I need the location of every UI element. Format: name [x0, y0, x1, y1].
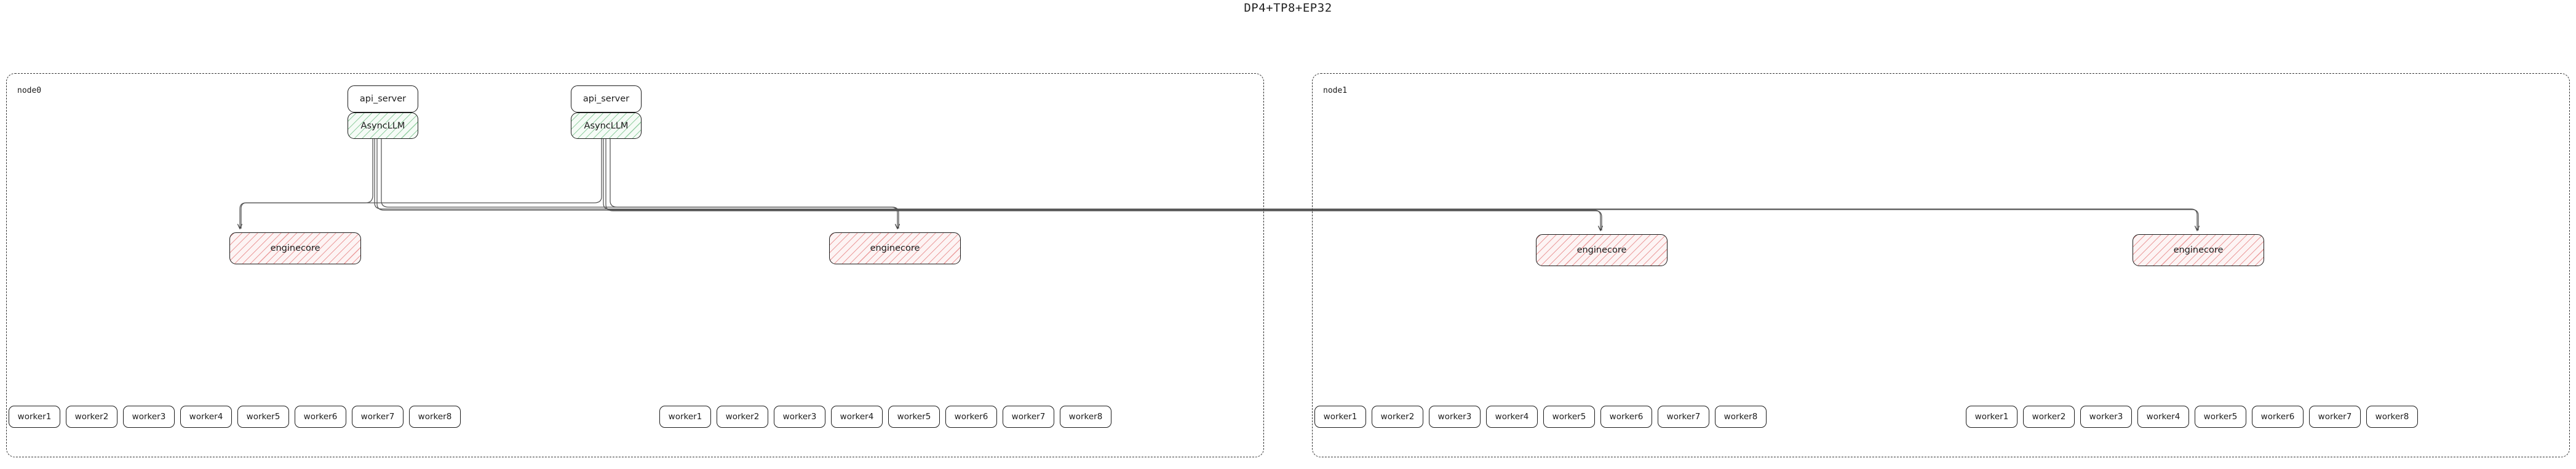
node1-group1-worker1-label: worker1 [1974, 412, 2009, 422]
node0-asyncllm-0[interactable]: AsyncLLM [348, 112, 418, 139]
node0-api-server-1[interactable]: api_server [571, 85, 642, 112]
node1-group1-worker5[interactable]: worker5 [2195, 406, 2246, 428]
node0-group0-worker2[interactable]: worker2 [66, 406, 117, 428]
node1-group0-worker6-label: worker6 [1609, 412, 1644, 422]
node1-enginecore-0-label: enginecore [1576, 245, 1627, 255]
node1-group1-worker7[interactable]: worker7 [2309, 406, 2361, 428]
node0-group1-worker2-label: worker2 [725, 412, 760, 422]
node0-group1-worker3[interactable]: worker3 [774, 406, 825, 428]
node1-group1-worker7-label: worker7 [2318, 412, 2352, 422]
node1-group0-worker7[interactable]: worker7 [1658, 406, 1709, 428]
node1-group0-worker2-label: worker2 [1380, 412, 1415, 422]
node1-group0-worker4[interactable]: worker4 [1486, 406, 1538, 428]
node1-group1-worker2[interactable]: worker2 [2023, 406, 2075, 428]
node1-group1-worker3[interactable]: worker3 [2080, 406, 2132, 428]
node0-group1-worker4-label: worker4 [840, 412, 874, 422]
node0-group1-worker3-label: worker3 [782, 412, 817, 422]
node1-group0-worker8-label: worker8 [1723, 412, 1758, 422]
node0-group0-worker5[interactable]: worker5 [237, 406, 289, 428]
node1-group0-worker7-label: worker7 [1666, 412, 1701, 422]
node1-group1-worker8-label: worker8 [2375, 412, 2409, 422]
node0-enginecore-0-label: enginecore [270, 243, 320, 253]
node0-group1-worker1-label: worker1 [668, 412, 702, 422]
node0-group0-worker4[interactable]: worker4 [180, 406, 232, 428]
node1-group0-worker5-label: worker5 [1552, 412, 1586, 422]
node0-group1-worker6[interactable]: worker6 [945, 406, 997, 428]
node1-group1-worker4-label: worker4 [2146, 412, 2180, 422]
node0-group0-worker3-label: worker3 [132, 412, 166, 422]
node0-group1-worker4[interactable]: worker4 [831, 406, 883, 428]
node0-group1-worker5-label: worker5 [897, 412, 931, 422]
node-cluster-node0 [6, 73, 1264, 457]
node0-asyncllm-1-label: AsyncLLM [584, 120, 629, 131]
node0-api-server-1-label: api_server [582, 94, 630, 104]
node1-enginecore-1[interactable]: enginecore [2133, 234, 2264, 266]
node0-group0-worker7-label: worker7 [360, 412, 395, 422]
node0-group0-worker6[interactable]: worker6 [295, 406, 346, 428]
node0-group1-worker8-label: worker8 [1068, 412, 1103, 422]
page-title: DP4+TP8+EP32 [1244, 1, 1332, 15]
node1-group1-worker5-label: worker5 [2203, 412, 2238, 422]
node1-group1-worker4[interactable]: worker4 [2137, 406, 2189, 428]
node1-group0-worker1-label: worker1 [1323, 412, 1358, 422]
node0-group0-worker4-label: worker4 [189, 412, 223, 422]
node0-group1-worker6-label: worker6 [954, 412, 988, 422]
node0-enginecore-1[interactable]: enginecore [829, 232, 961, 264]
node0-api-server-0-label: api_server [359, 94, 407, 104]
node1-group1-worker8[interactable]: worker8 [2366, 406, 2418, 428]
node0-group0-worker2-label: worker2 [74, 412, 109, 422]
node0-group1-worker5[interactable]: worker5 [888, 406, 940, 428]
node0-group0-worker3[interactable]: worker3 [123, 406, 175, 428]
node0-group1-worker7[interactable]: worker7 [1003, 406, 1054, 428]
node1-enginecore-0[interactable]: enginecore [1536, 234, 1668, 266]
node1-group1-worker1[interactable]: worker1 [1966, 406, 2017, 428]
node1-group1-worker6[interactable]: worker6 [2252, 406, 2304, 428]
node1-group0-worker4-label: worker4 [1495, 412, 1529, 422]
node0-group0-worker8-label: worker8 [418, 412, 452, 422]
node0-group1-worker8[interactable]: worker8 [1060, 406, 1111, 428]
node1-group1-worker3-label: worker3 [2089, 412, 2123, 422]
node1-group0-worker1[interactable]: worker1 [1314, 406, 1366, 428]
node0-group1-worker7-label: worker7 [1011, 412, 1046, 422]
node0-api-server-0[interactable]: api_server [348, 85, 418, 112]
node1-group0-worker8[interactable]: worker8 [1715, 406, 1767, 428]
node0-group0-worker8[interactable]: worker8 [409, 406, 461, 428]
node0-group0-worker5-label: worker5 [246, 412, 280, 422]
node0-asyncllm-0-label: AsyncLLM [360, 120, 405, 131]
node1-group1-worker2-label: worker2 [2032, 412, 2066, 422]
node1-group0-worker2[interactable]: worker2 [1372, 406, 1423, 428]
node-label-node0: node0 [17, 86, 42, 95]
node0-group0-worker1-label: worker1 [17, 412, 52, 422]
node-cluster-node1 [1312, 73, 2570, 457]
node0-asyncllm-1[interactable]: AsyncLLM [571, 112, 642, 139]
node1-group0-worker3[interactable]: worker3 [1429, 406, 1481, 428]
node0-group0-worker6-label: worker6 [303, 412, 338, 422]
node1-group0-worker5[interactable]: worker5 [1543, 406, 1595, 428]
node0-group0-worker7[interactable]: worker7 [352, 406, 403, 428]
node0-group1-worker1[interactable]: worker1 [659, 406, 711, 428]
node1-group0-worker3-label: worker3 [1437, 412, 1472, 422]
node0-group0-worker1[interactable]: worker1 [9, 406, 60, 428]
node0-group1-worker2[interactable]: worker2 [717, 406, 768, 428]
node1-group0-worker6[interactable]: worker6 [1600, 406, 1652, 428]
node1-enginecore-1-label: enginecore [2173, 245, 2224, 255]
node0-enginecore-1-label: enginecore [870, 243, 920, 253]
node1-group1-worker6-label: worker6 [2260, 412, 2295, 422]
node0-enginecore-0[interactable]: enginecore [229, 232, 361, 264]
node-label-node1: node1 [1323, 86, 1348, 95]
